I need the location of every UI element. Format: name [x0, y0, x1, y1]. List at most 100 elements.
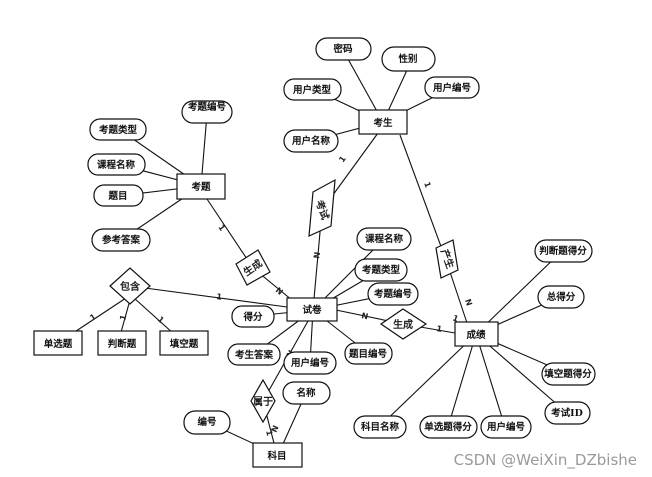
- edge-chengji-danxuantidefen: [447, 333, 477, 428]
- attr-cankaodaan: 参考答案: [91, 228, 151, 252]
- attr-bianhao-label: 编号: [197, 416, 217, 428]
- entity-kemu-label: 科目: [267, 450, 286, 462]
- card-shuyu-kemu: 1: [264, 429, 274, 437]
- attr-kaotileixing2: 考题类型: [354, 258, 408, 282]
- edge-kaoti-shengcheng1: [206, 198, 254, 269]
- attr-defen: 得分: [231, 305, 275, 328]
- entity-tiankongti-label: 填空题: [170, 338, 199, 350]
- entity-chengji: 成绩: [454, 321, 499, 347]
- edge-kaosheng-chanshang: [399, 134, 447, 261]
- card-kaoti-shengcheng1: 1: [216, 223, 227, 233]
- card-baohan-shijuan: 1: [216, 292, 223, 302]
- attr-timubianhao-label: 题目编号: [349, 348, 388, 360]
- attr-kechengmingcheng1: 课程名称: [87, 153, 146, 176]
- attr-kaoshengdaan: 考生答案: [227, 343, 281, 366]
- attr-mingcheng: 名称: [282, 381, 331, 405]
- attr-kaotileixing1: 考题类型: [89, 118, 147, 141]
- attr-kechengmingcheng2-label: 课程名称: [365, 233, 404, 245]
- entity-danxuanti: 单选题: [33, 330, 83, 356]
- attr-timubianhao: 题目编号: [344, 342, 393, 365]
- attr-yonghubianhao3: 用户编号: [480, 415, 532, 439]
- cardinality-labels: 1 N 1 N 1 N 1 1 1 1 N 1 N 1 N 1: [88, 154, 474, 437]
- card-baohan-danxuanti: 1: [88, 312, 98, 323]
- attr-xingbie: 性别: [381, 46, 436, 72]
- attr-cankaodaan-label: 参考答案: [101, 234, 141, 246]
- attr-timu: 题目: [93, 184, 144, 207]
- card-chanshang-chengji: N: [463, 298, 474, 307]
- attr-zongdefen: 总得分: [537, 285, 585, 309]
- attr-kaotileixing1-label: 考题类型: [99, 124, 138, 136]
- entity-kaoti: 考题: [176, 173, 226, 200]
- attr-yonghubianhao2-label: 用户编号: [290, 357, 330, 369]
- entity-danxuanti-label: 单选题: [44, 338, 73, 350]
- attr-tiankongtidefen-label: 填空题得分: [544, 368, 592, 380]
- attr-mima: 密码: [315, 37, 372, 61]
- edge-chengji-yonghubianhao: [475, 333, 506, 428]
- attr-kechengmingcheng1-label: 课程名称: [97, 159, 136, 171]
- attr-panduantidefen: 判断题得分: [534, 239, 593, 263]
- attr-mingcheng-label: 名称: [296, 387, 316, 399]
- rel-shuyu-label: 属于: [253, 396, 273, 408]
- attr-panduantidefen-label: 判断题得分: [539, 245, 587, 257]
- attr-mima-label: 密码: [332, 43, 353, 55]
- attr-kaoshiid-label: 考试ID: [551, 407, 583, 419]
- attr-defen-label: 得分: [242, 311, 263, 323]
- entity-kaosheng-label: 考生: [373, 117, 393, 129]
- rel-shengcheng2-label: 生成: [393, 318, 413, 331]
- attr-yonghubianhao1-label: 用户编号: [432, 82, 472, 94]
- attr-yonghuleixing-label: 用户类型: [292, 84, 332, 96]
- relationships: 考试 生成 包含 生成 属于 产生: [109, 178, 459, 424]
- entity-shijuan-label: 试卷: [302, 304, 322, 316]
- attr-bianhao: 编号: [183, 410, 231, 435]
- entity-kemu: 科目: [252, 442, 303, 468]
- attr-danxuantidefen-label: 单选题得分: [424, 421, 472, 433]
- card-baohan-tiankongti: 1: [156, 315, 166, 326]
- rel-shengcheng1: 生成: [235, 249, 271, 286]
- entity-panduanti: 判断题: [97, 330, 147, 356]
- entity-tiankongti: 填空题: [159, 330, 209, 356]
- attr-tiankongtidefen: 填空题得分: [541, 362, 596, 386]
- attr-yonghubianhao2: 用户编号: [283, 351, 337, 375]
- attr-kaotibianhao1: 考题编号: [181, 100, 233, 124]
- attr-kaotibianhao1-label: 考题编号: [188, 101, 227, 113]
- attr-kechengmingcheng2: 课程名称: [356, 227, 412, 251]
- card-baohan-panduanti: 1: [118, 313, 128, 321]
- attr-yonghubianhao1: 用户编号: [424, 76, 480, 99]
- watermark: CSDN @WeiXin_DZbishe: [454, 451, 637, 470]
- rel-chanshang: 产生: [435, 239, 459, 279]
- attr-timu-label: 题目: [108, 190, 127, 202]
- card-shengcheng1-shijuan: N: [274, 286, 285, 297]
- card-shengcheng2-chengji: 1: [436, 324, 443, 334]
- edge-baohan-shijuan: [129, 285, 288, 308]
- rel-baohan: 包含: [109, 267, 151, 305]
- edge-chengji-kemumingcheng: [378, 333, 477, 428]
- attr-zongdefen-label: 总得分: [547, 291, 576, 303]
- attr-kaoshengdaan-label: 考生答案: [235, 349, 274, 361]
- card-kaosheng-kaoshi: 1: [337, 154, 348, 164]
- card-chengji-extra: 1: [451, 313, 460, 324]
- attr-kaotileixing2-label: 考题类型: [362, 264, 401, 276]
- rel-kaoshi: 考试: [308, 178, 336, 237]
- card-shijuan-shengcheng2: N: [361, 311, 369, 321]
- attr-kaotibianhao2: 考题编号: [367, 282, 419, 306]
- card-kaosheng-chanshang: 1: [422, 181, 433, 190]
- card-kaoshi-shijuan: N: [312, 251, 322, 259]
- edge-chengji-kaoshiid: [475, 333, 568, 414]
- attr-yonghumingcheng: 用户名称: [283, 129, 339, 153]
- rel-shengcheng2: 生成: [379, 308, 428, 340]
- entity-chengji-label: 成绩: [466, 329, 486, 341]
- entity-panduanti-label: 判断题: [108, 338, 137, 350]
- attr-kemumingcheng: 科目名称: [353, 415, 407, 439]
- attr-yonghubianhao3-label: 用户编号: [486, 421, 526, 433]
- rel-shuyu: 属于: [250, 378, 276, 424]
- edge-chengji-panduantidefen: [475, 250, 563, 335]
- rel-baohan-label: 包含: [120, 280, 141, 293]
- attr-yonghumingcheng-label: 用户名称: [291, 135, 331, 147]
- card-kemu-extra: N: [270, 424, 281, 434]
- entities: 考生 考题 试卷 成绩 科目 单选题 判断题 填空题: [33, 109, 499, 468]
- attr-kaotibianhao2-label: 考题编号: [374, 288, 413, 300]
- entity-shijuan: 试卷: [286, 297, 338, 322]
- attr-xingbie-label: 性别: [398, 53, 417, 65]
- entity-kaoti-label: 考题: [191, 181, 211, 193]
